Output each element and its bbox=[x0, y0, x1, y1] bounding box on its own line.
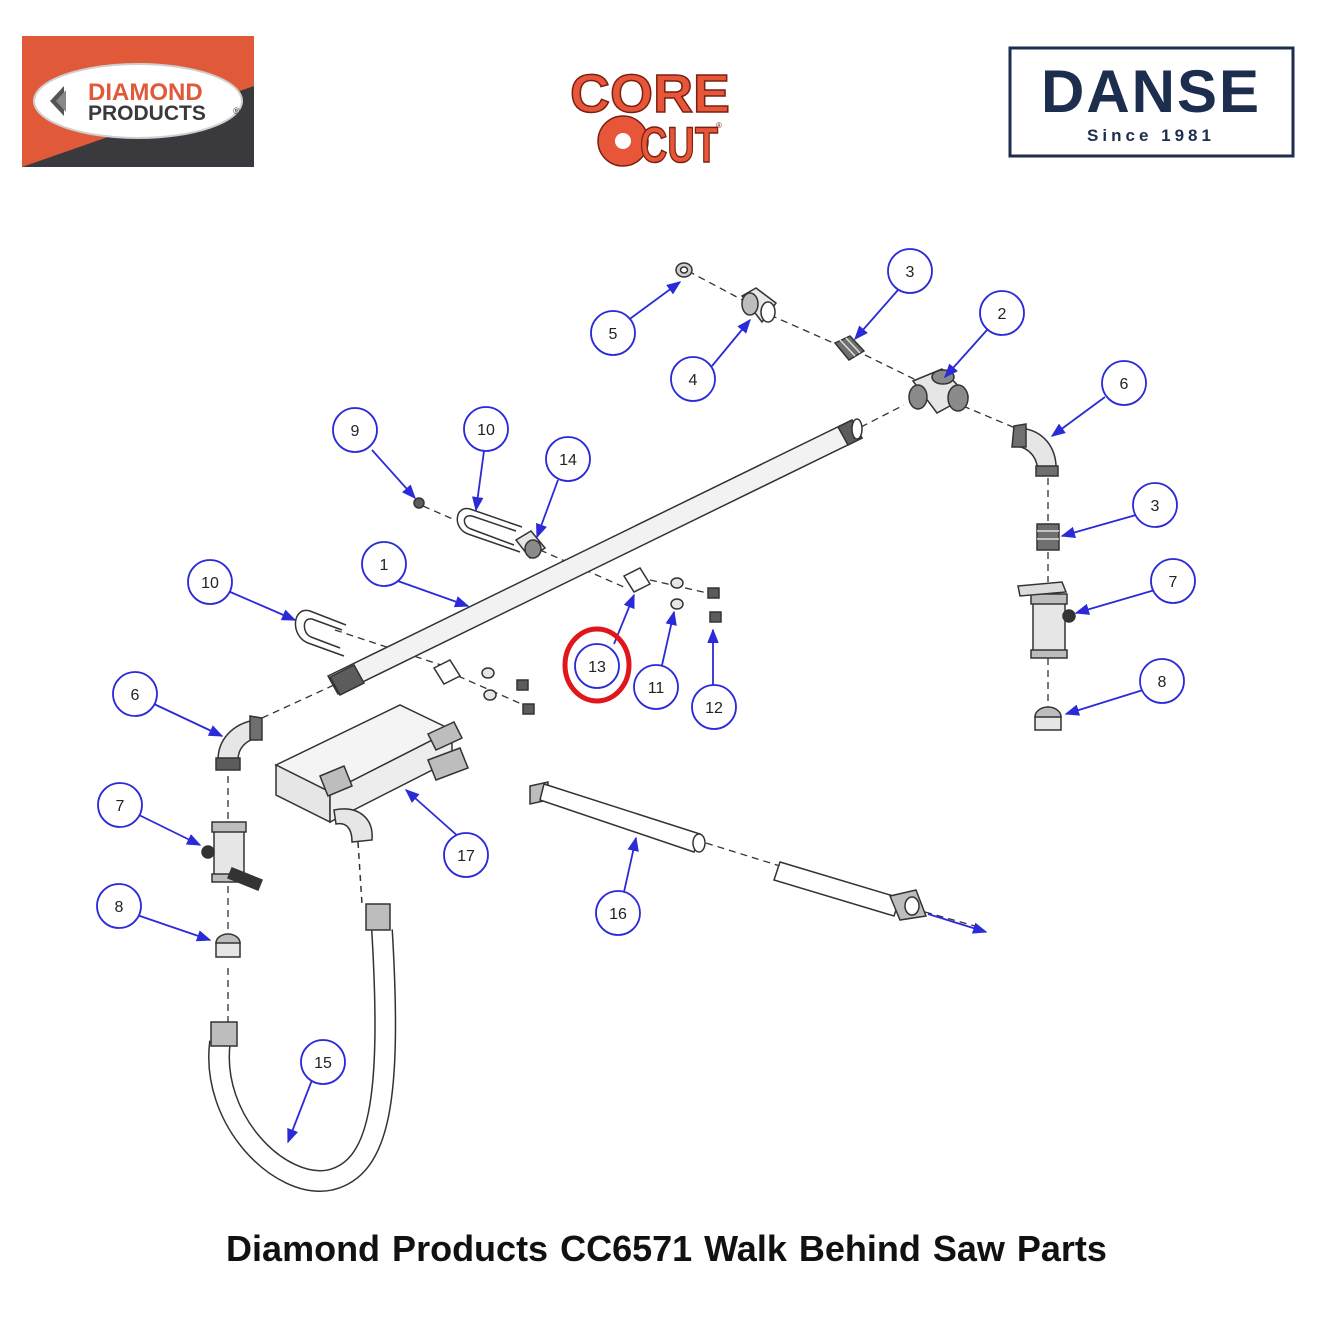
callout-4: 4 bbox=[670, 356, 716, 402]
callout-7-right: 7 bbox=[1150, 558, 1196, 604]
part-15-hose bbox=[208, 841, 397, 1192]
core-cut-mark: ® bbox=[716, 121, 722, 130]
callout-3-right: 3 bbox=[1132, 482, 1178, 528]
core-cut-logo: CORE CUT ® bbox=[569, 63, 731, 174]
page-caption: Diamond Products CC6571 Walk Behind Saw … bbox=[226, 1228, 1107, 1269]
part-17-manifold bbox=[274, 704, 469, 843]
callout-3-right-label: 3 bbox=[1151, 498, 1160, 515]
callout-8-left-label: 8 bbox=[115, 899, 124, 916]
diamond-products-logo: DIAMOND PRODUCTS ® bbox=[22, 36, 254, 167]
callout-6-left: 6 bbox=[112, 671, 158, 717]
part-3-nipple-top bbox=[833, 335, 866, 361]
highlight-ring bbox=[562, 626, 632, 704]
saw-blade-icon bbox=[597, 115, 649, 167]
callout-8-left: 8 bbox=[96, 883, 142, 929]
callout-3-top: 3 bbox=[887, 248, 933, 294]
part-2-tee bbox=[908, 368, 970, 414]
part-14-clamp bbox=[514, 530, 547, 560]
part-8-adapter-left bbox=[215, 933, 241, 958]
callout-16: 16 bbox=[595, 890, 641, 936]
callout-14-label: 14 bbox=[559, 452, 577, 469]
part-6-elbow-right bbox=[1011, 423, 1059, 477]
part-8-adapter-right bbox=[1034, 706, 1062, 731]
part-7-valve-right bbox=[1017, 581, 1076, 659]
core-cut-line1: CORE bbox=[570, 64, 730, 124]
callout-13-label: 13 bbox=[588, 659, 606, 676]
diamond-products-line1: DIAMOND bbox=[88, 79, 203, 106]
danse-name: DANSE bbox=[1041, 58, 1261, 125]
callout-7-left-label: 7 bbox=[116, 798, 125, 815]
callout-2-label: 2 bbox=[998, 306, 1007, 323]
part-13-plate-upper bbox=[622, 567, 652, 593]
callout-17: 17 bbox=[443, 832, 489, 878]
callout-5-label: 5 bbox=[609, 326, 618, 343]
callout-6-left-label: 6 bbox=[131, 687, 140, 704]
callout-6-right: 6 bbox=[1101, 360, 1147, 406]
callout-16-label: 16 bbox=[609, 906, 627, 923]
part-10-ubolt-lower bbox=[294, 609, 347, 657]
callout-15-label: 15 bbox=[314, 1055, 332, 1072]
danse-tagline: Since 1981 bbox=[1087, 126, 1215, 145]
part-16-hose bbox=[529, 781, 928, 921]
part-1-pipe bbox=[326, 418, 864, 696]
part-10-ubolt-upper bbox=[456, 507, 523, 553]
callout-1: 1 bbox=[361, 541, 407, 587]
part-7-valve-left bbox=[201, 821, 263, 891]
part-3-nipple-right bbox=[1036, 523, 1060, 551]
callout-10-upper-label: 10 bbox=[477, 422, 495, 439]
diamond-products-mark: ® bbox=[233, 106, 240, 116]
callout-9: 9 bbox=[332, 407, 378, 453]
callout-14: 14 bbox=[545, 436, 591, 482]
callout-5: 5 bbox=[590, 310, 636, 356]
callout-8-right-label: 8 bbox=[1158, 674, 1167, 691]
part-13-plate-lower bbox=[432, 659, 462, 685]
part-6-elbow-left bbox=[215, 715, 263, 771]
part-5-nut bbox=[675, 262, 693, 278]
callout-10-lower-label: 10 bbox=[201, 575, 219, 592]
core-cut-line2: CUT bbox=[640, 117, 718, 173]
callout-8-right: 8 bbox=[1139, 658, 1185, 704]
parts bbox=[201, 262, 1076, 1192]
diamond-products-line2: PRODUCTS bbox=[88, 102, 206, 125]
callout-2: 2 bbox=[979, 290, 1025, 336]
callout-3-top-label: 3 bbox=[906, 264, 915, 281]
callout-17-label: 17 bbox=[457, 848, 475, 865]
callout-bubbles: 1 2 3 3 4 5 6 6 7 7 8 8 9 10 10 11 12 13… bbox=[96, 248, 1196, 1085]
part-12-nuts-lower bbox=[516, 679, 535, 715]
part-11-washers-lower bbox=[481, 667, 497, 701]
callout-9-label: 9 bbox=[351, 423, 360, 440]
part-9-nut bbox=[413, 497, 425, 509]
callout-10-upper: 10 bbox=[463, 406, 509, 452]
callout-13: 13 bbox=[574, 643, 620, 689]
part-11-washers-upper bbox=[670, 577, 684, 610]
part-12-nuts-upper bbox=[707, 587, 722, 623]
callout-1-label: 1 bbox=[380, 557, 389, 574]
callout-10-lower: 10 bbox=[187, 559, 233, 605]
danse-logo: DANSE Since 1981 bbox=[1008, 46, 1295, 158]
callout-7-left: 7 bbox=[97, 782, 143, 828]
diamond-icon bbox=[50, 86, 66, 116]
callout-15: 15 bbox=[300, 1039, 346, 1085]
callout-4-label: 4 bbox=[689, 372, 698, 389]
callout-12-label: 12 bbox=[705, 700, 723, 717]
callout-7-right-label: 7 bbox=[1169, 574, 1178, 591]
callout-11: 11 bbox=[633, 664, 679, 710]
callout-11-label: 11 bbox=[648, 680, 665, 697]
part-4-coupling bbox=[740, 287, 778, 324]
leader-arrows bbox=[136, 281, 1156, 1144]
callout-12: 12 bbox=[691, 684, 737, 730]
callout-6-right-label: 6 bbox=[1120, 376, 1129, 393]
